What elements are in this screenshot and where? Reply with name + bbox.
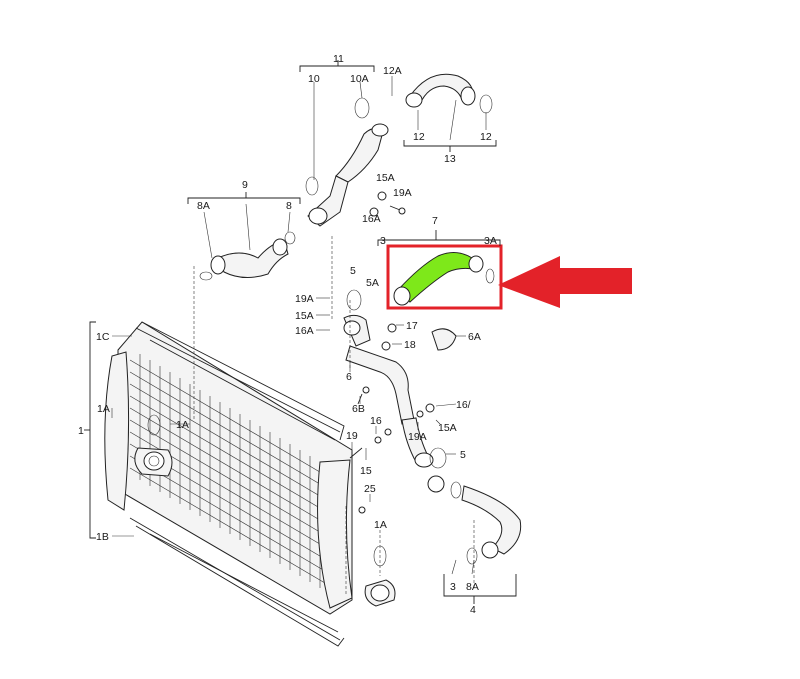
- label-8-top: 8: [286, 200, 292, 212]
- label-12-left: 12: [413, 131, 425, 143]
- label-1a-mid: 1A: [176, 419, 189, 431]
- highlighted-hose-7: [386, 244, 503, 310]
- label-1a-left: 1A: [97, 403, 110, 415]
- label-11: 11: [333, 53, 344, 65]
- label-19a-mid: 19A: [295, 293, 314, 305]
- label-9: 9: [242, 179, 248, 191]
- label-1b: 1B: [96, 531, 109, 543]
- label-3a-top: 3A: [484, 235, 497, 247]
- label-15a-low: 15A: [438, 422, 457, 434]
- label-13: 13: [444, 153, 456, 165]
- label-8a-top: 8A: [197, 200, 210, 212]
- label-7: 7: [432, 215, 438, 227]
- label-10: 10: [308, 73, 320, 85]
- label-5a: 5A: [366, 277, 379, 289]
- label-1c: 1C: [96, 331, 110, 343]
- hose-4: [427, 475, 522, 565]
- label-6b: 6B: [352, 403, 365, 415]
- label-19a-top: 19A: [393, 187, 412, 199]
- label-16-low: 16: [370, 415, 382, 427]
- label-1a-low: 1A: [374, 519, 387, 531]
- highlight-box: [386, 244, 503, 310]
- intercooler-core: [104, 321, 396, 647]
- label-16a-top: 16A: [362, 213, 381, 225]
- label-16a-mid: 16A: [295, 325, 314, 337]
- upper-hose-group: [305, 73, 493, 227]
- label-4: 4: [470, 604, 476, 616]
- part-labels: 11 10 10A 12A 12 12 13 9 8A 8 15A 19A 16…: [78, 53, 497, 616]
- label-8a-bottom: 8A: [466, 581, 479, 593]
- label-5-top: 5: [350, 265, 356, 277]
- label-15a-top: 15A: [376, 172, 395, 184]
- label-12a: 12A: [383, 65, 402, 77]
- leader-lines: [84, 60, 517, 604]
- label-15: 15: [360, 465, 372, 477]
- label-1: 1: [78, 425, 84, 437]
- label-17: 17: [406, 320, 418, 332]
- label-3-top: 3: [380, 235, 386, 247]
- label-15a-mid: 15A: [295, 310, 314, 322]
- hose-9: [199, 231, 296, 281]
- label-12-right: 12: [480, 131, 492, 143]
- label-18: 18: [404, 339, 416, 351]
- label-19: 19: [346, 430, 358, 442]
- label-10a: 10A: [350, 73, 369, 85]
- label-6a: 6A: [468, 331, 481, 343]
- red-arrow: [498, 256, 632, 308]
- label-25: 25: [364, 483, 376, 495]
- label-3-bottom: 3: [450, 581, 456, 593]
- label-16-mid: 16/: [456, 399, 471, 411]
- label-6: 6: [346, 371, 352, 383]
- label-19a-low: 19A: [408, 431, 427, 443]
- label-5-low: 5: [460, 449, 466, 461]
